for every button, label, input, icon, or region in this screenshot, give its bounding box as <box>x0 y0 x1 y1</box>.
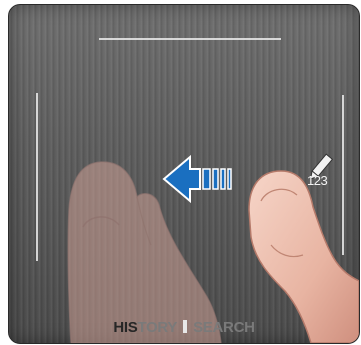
mode-separator <box>183 320 187 333</box>
search-mode-label[interactable]: SEARCH <box>193 319 255 336</box>
mode-label[interactable]: HISTORY SEARCH <box>9 319 359 336</box>
touchpad-panel[interactable]: 123 HISTORY SEARCH <box>8 4 360 344</box>
numbers-mode-badge[interactable]: 123 <box>307 173 327 188</box>
history-mode-label[interactable]: HISTORY <box>113 319 177 336</box>
history-label-visible: HIS <box>113 319 137 336</box>
history-label-covered: TORY <box>137 319 177 336</box>
